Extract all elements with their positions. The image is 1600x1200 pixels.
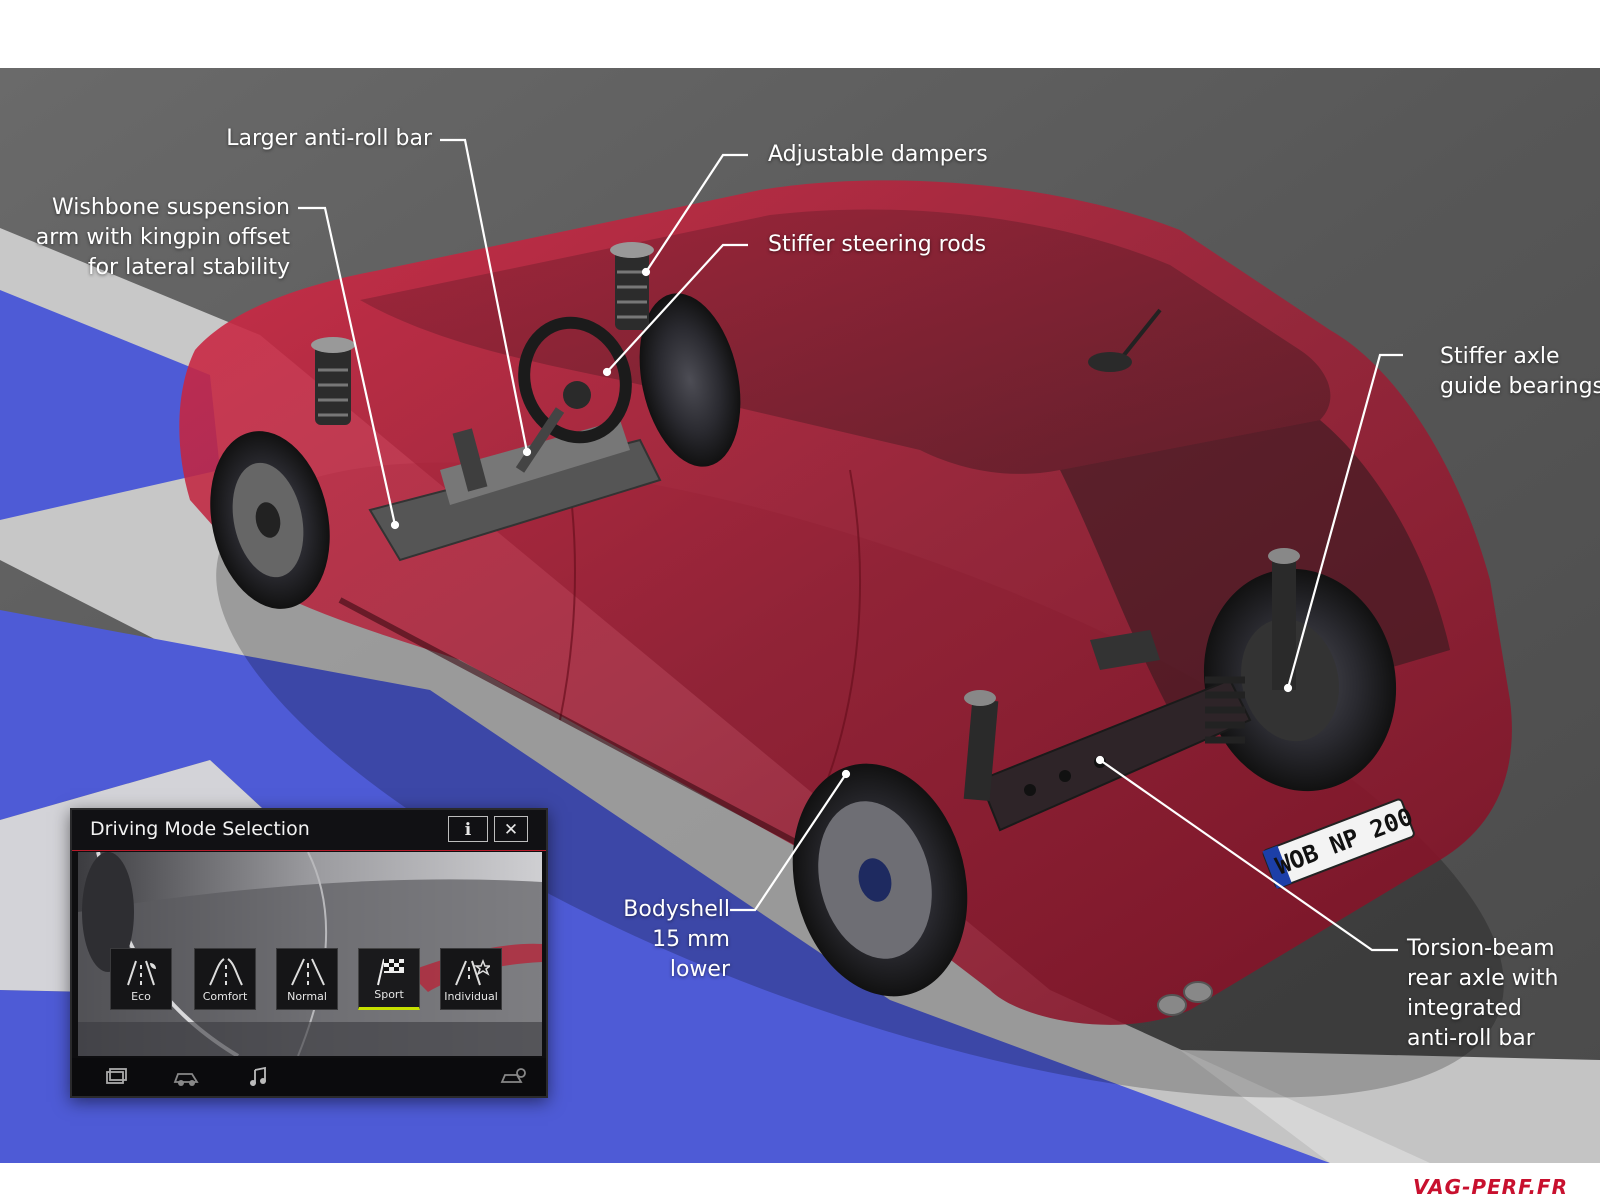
leader-antiroll bbox=[440, 138, 529, 453]
close-button[interactable]: ✕ bbox=[494, 816, 528, 842]
callout-bodyshell-line-3: lower bbox=[669, 957, 730, 982]
car-settings-icon[interactable] bbox=[500, 1066, 528, 1088]
leader-axle-bearings bbox=[1286, 353, 1403, 689]
mode-label-sport: Sport bbox=[374, 988, 404, 1001]
leader-wishbone bbox=[298, 206, 397, 526]
mode-button-comfort[interactable]: Comfort bbox=[194, 948, 256, 1010]
mode-label-eco: Eco bbox=[131, 990, 151, 1003]
callout-wishbone-line-3: for lateral stability bbox=[87, 255, 290, 280]
callout-bodyshell: Bodyshell 15 mm lower bbox=[623, 895, 730, 985]
callout-torsion-line-1: Torsion-beam bbox=[1407, 936, 1555, 961]
mode-label-normal: Normal bbox=[287, 990, 327, 1003]
mode-label-individual: Individual bbox=[444, 990, 498, 1003]
leader-dampers bbox=[645, 153, 748, 273]
mode-button-normal[interactable]: Normal bbox=[276, 948, 338, 1010]
callout-torsion: Torsion-beam rear axle with integrated a… bbox=[1407, 934, 1558, 1054]
eco-road-icon bbox=[127, 960, 156, 986]
mode-button-individual[interactable]: Individual bbox=[440, 948, 502, 1010]
callout-axle-bearings: Stiffer axle guide bearings bbox=[1440, 342, 1600, 402]
callout-wishbone-line-2: arm with kingpin offset bbox=[35, 225, 290, 250]
cards-icon[interactable] bbox=[104, 1066, 128, 1088]
car-mode-icon[interactable] bbox=[172, 1066, 200, 1088]
mode-label-comfort: Comfort bbox=[202, 990, 248, 1003]
callout-axle-bearings-line-2: guide bearings bbox=[1440, 374, 1600, 399]
callout-wishbone-line-1: Wishbone suspension bbox=[52, 195, 290, 220]
watermark-logo: VAG-PERF.FR bbox=[1413, 1175, 1568, 1199]
mode-button-sport[interactable]: Sport bbox=[358, 948, 420, 1010]
callout-antiroll: Larger anti-roll bar bbox=[226, 126, 432, 151]
info-button[interactable]: ℹ bbox=[448, 816, 488, 842]
callout-dampers: Adjustable dampers bbox=[768, 142, 988, 167]
sport-flag-icon bbox=[377, 958, 404, 986]
leader-steering bbox=[606, 243, 748, 373]
callout-steering: Stiffer steering rods bbox=[768, 232, 987, 257]
driving-mode-panel: Driving Mode Selection ℹ ✕ Eco Comfort bbox=[70, 808, 548, 1098]
callout-torsion-line-4: anti-roll bar bbox=[1407, 1026, 1535, 1051]
callout-axle-bearings-line-1: Stiffer axle bbox=[1440, 344, 1560, 369]
callout-bodyshell-line-1: Bodyshell bbox=[623, 897, 730, 922]
callout-torsion-line-2: rear axle with bbox=[1407, 966, 1559, 991]
leader-torsion bbox=[1099, 759, 1398, 952]
comfort-road-icon bbox=[209, 958, 243, 986]
callout-wishbone: Wishbone suspension arm with kingpin off… bbox=[36, 193, 290, 283]
normal-road-icon bbox=[291, 958, 325, 986]
callout-torsion-line-3: integrated bbox=[1407, 996, 1522, 1021]
mode-button-eco[interactable]: Eco bbox=[110, 948, 172, 1010]
panel-header: Driving Mode Selection ℹ ✕ bbox=[72, 810, 546, 851]
leader-bodyshell bbox=[730, 773, 847, 912]
individual-star-icon bbox=[455, 958, 490, 986]
license-plate bbox=[1262, 798, 1415, 889]
callout-leader-lines bbox=[298, 138, 1403, 952]
panel-title: Driving Mode Selection bbox=[90, 818, 310, 840]
info-icon: ℹ bbox=[464, 820, 472, 840]
music-note-icon[interactable] bbox=[248, 1066, 270, 1088]
close-icon: ✕ bbox=[503, 820, 519, 840]
panel-bottom-bar bbox=[72, 1058, 546, 1096]
callout-bodyshell-line-2: 15 mm bbox=[652, 927, 730, 952]
